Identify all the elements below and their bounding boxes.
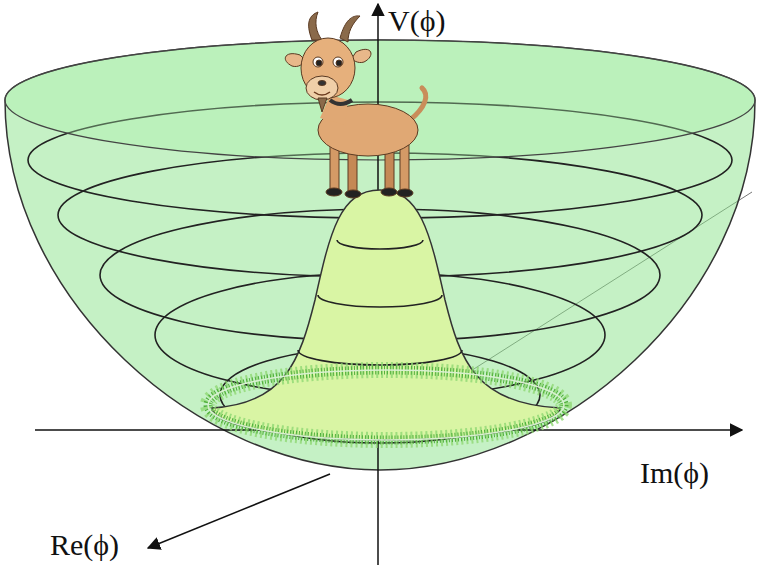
axis-label: V(ϕ) — [388, 4, 445, 37]
axis-label: Im(ϕ) — [640, 456, 709, 489]
axis-label: Re(ϕ) — [50, 528, 119, 561]
goat — [285, 12, 425, 198]
